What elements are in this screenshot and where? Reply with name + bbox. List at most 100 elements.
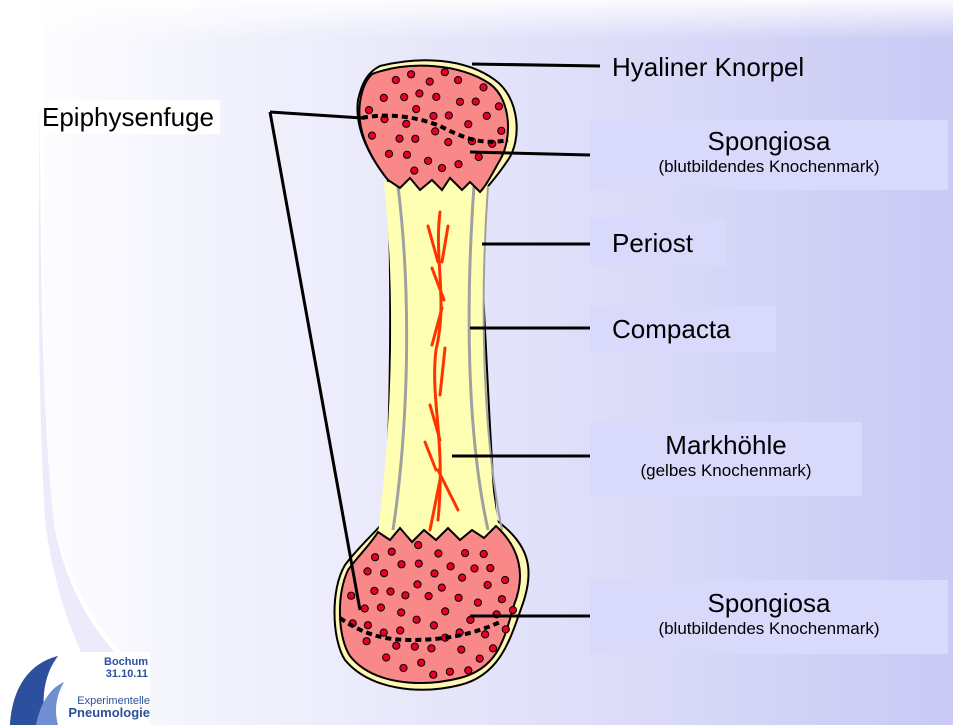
- spongiosa-dot: [414, 581, 421, 588]
- spongiosa-dot: [402, 592, 409, 599]
- spongiosa-dot: [411, 167, 418, 174]
- spongiosa-dot: [415, 542, 422, 549]
- spongiosa-dot: [442, 608, 449, 615]
- logo-city-date: Bochum 31.10.11: [60, 656, 148, 680]
- label-box-spongiosa-bottom: Spongiosa (blutbildendes Knochenmark): [590, 580, 948, 654]
- spongiosa-dot: [484, 581, 491, 588]
- spongiosa-dot: [462, 550, 469, 557]
- spongiosa-dot: [398, 609, 405, 616]
- label-markhoehle: Markhöhle: [590, 430, 862, 460]
- spongiosa-dot: [361, 605, 368, 612]
- spongiosa-dot: [387, 588, 394, 595]
- logo-name: Experimentelle Pneumologie: [52, 695, 150, 719]
- logo-city: Bochum: [60, 656, 148, 668]
- label-spongiosa-bottom: Spongiosa: [590, 588, 948, 618]
- spongiosa-dot: [509, 607, 516, 614]
- spongiosa-dot: [502, 576, 509, 583]
- label-spongiosa-top-sub: (blutbildendes Knochenmark): [590, 156, 948, 177]
- spongiosa-dot: [426, 78, 433, 85]
- leader-hyaliner: [472, 64, 600, 66]
- label-box-markhoehle: Markhöhle (gelbes Knochenmark): [590, 422, 862, 496]
- label-box-compacta: Compacta: [590, 306, 776, 352]
- logo-date: 31.10.11: [60, 668, 148, 680]
- spongiosa-dot: [480, 84, 487, 91]
- spongiosa-dot: [372, 554, 379, 561]
- spongiosa-dot: [445, 139, 452, 146]
- spongiosa-dot: [364, 568, 371, 575]
- spongiosa-dot: [381, 570, 388, 577]
- spongiosa-dot: [364, 622, 371, 629]
- spongiosa-dot: [482, 631, 489, 638]
- spongiosa-dot: [430, 671, 437, 678]
- spongiosa-dot: [432, 128, 439, 135]
- spongiosa-dot: [380, 94, 387, 101]
- spongiosa-dot: [465, 121, 472, 128]
- spongiosa-dot: [489, 645, 496, 652]
- label-spongiosa-bottom-sub: (blutbildendes Knochenmark): [590, 618, 948, 639]
- spongiosa-dot: [418, 659, 425, 666]
- spongiosa-dot: [365, 107, 372, 114]
- spongiosa-dot: [458, 646, 465, 653]
- spongiosa-dot: [455, 161, 462, 168]
- spongiosa-dot: [398, 561, 405, 568]
- spongiosa-dot: [400, 664, 407, 671]
- spongiosa-dot: [415, 560, 422, 567]
- spongiosa-dot: [446, 668, 453, 675]
- spongiosa-dot: [474, 599, 481, 606]
- spongiosa-dot: [348, 592, 355, 599]
- spongiosa-dot: [377, 604, 384, 611]
- spongiosa-dot: [498, 127, 505, 134]
- spongiosa-dot: [445, 112, 452, 119]
- spongiosa-dot: [476, 655, 483, 662]
- spongiosa-dot: [401, 94, 408, 101]
- spongiosa-dot: [498, 596, 505, 603]
- label-box-spongiosa-top: Spongiosa (blutbildendes Knochenmark): [590, 120, 948, 190]
- spongiosa-dot: [447, 563, 454, 570]
- spongiosa-dot: [385, 150, 392, 157]
- spongiosa-dot: [403, 151, 410, 158]
- spongiosa-dot: [383, 654, 390, 661]
- spongiosa-dot: [483, 112, 490, 119]
- label-markhoehle-sub: (gelbes Knochenmark): [590, 460, 862, 481]
- spongiosa-dot: [435, 550, 442, 557]
- spongiosa-dot: [455, 594, 462, 601]
- label-box-periost: Periost: [590, 218, 726, 266]
- spongiosa-dot: [393, 642, 400, 649]
- spongiosa-dot: [397, 627, 404, 634]
- spongiosa-dot: [459, 574, 466, 581]
- spongiosa-dot: [371, 587, 378, 594]
- spongiosa-dot: [502, 626, 509, 633]
- spongiosa-dot: [438, 164, 445, 171]
- spongiosa-dot: [456, 98, 463, 105]
- spongiosa-dot: [430, 112, 437, 119]
- spongiosa-dot: [368, 132, 375, 139]
- spongiosa-dot: [455, 77, 462, 84]
- spongiosa-dot: [487, 565, 494, 572]
- spongiosa-dot: [430, 622, 437, 629]
- spongiosa-dot: [438, 584, 445, 591]
- spongiosa-dot: [425, 157, 432, 164]
- label-compacta: Compacta: [612, 314, 776, 344]
- spongiosa-dot: [480, 550, 487, 557]
- spongiosa-dot: [408, 71, 415, 78]
- spongiosa-dot: [392, 76, 399, 83]
- spongiosa-dot: [472, 98, 479, 105]
- spongiosa-dot: [396, 135, 403, 142]
- spongiosa-dot: [441, 69, 448, 76]
- logo-line2: Pneumologie: [52, 707, 150, 719]
- label-hyaliner-knorpel: Hyaliner Knorpel: [612, 52, 804, 82]
- spongiosa-dot: [403, 120, 410, 127]
- spongiosa-dot: [411, 643, 418, 650]
- spongiosa-dot: [412, 135, 419, 142]
- spongiosa-dot: [413, 106, 420, 113]
- spongiosa-dot: [425, 593, 432, 600]
- label-periost: Periost: [612, 228, 726, 258]
- spongiosa-dot: [475, 153, 482, 160]
- spongiosa-dot: [431, 570, 438, 577]
- label-epiphysenfuge: Epiphysenfuge: [40, 100, 220, 134]
- spongiosa-dot: [416, 90, 423, 97]
- spongiosa-dot: [413, 616, 420, 623]
- spongiosa-dot: [495, 103, 502, 110]
- spongiosa-dot: [433, 93, 440, 100]
- spongiosa-dot: [465, 667, 472, 674]
